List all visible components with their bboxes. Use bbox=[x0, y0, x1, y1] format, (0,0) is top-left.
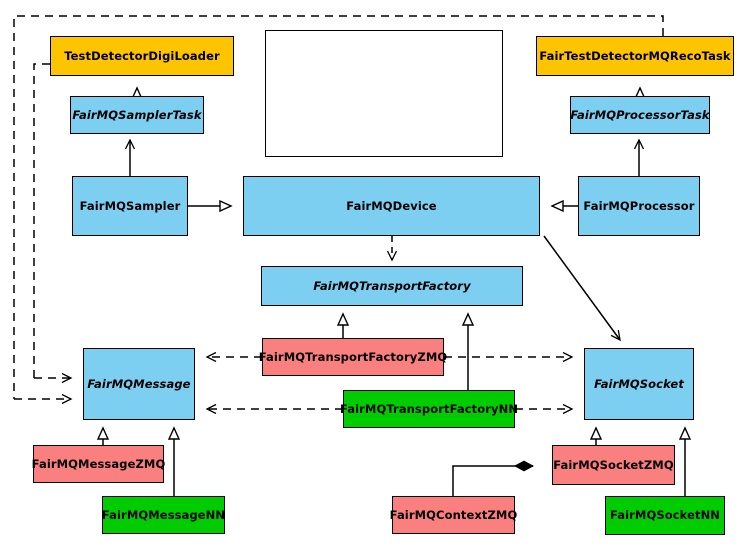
class-node-fairmqprocessortask[interactable]: FairMQProcessorTask bbox=[570, 96, 710, 134]
class-node-fairmqdevice[interactable]: FairMQDevice bbox=[243, 176, 540, 236]
class-node-fairmqsocketzmq[interactable]: FairMQSocketZMQ bbox=[552, 445, 675, 485]
class-node-testdetectordigiloader[interactable]: TestDetectorDigiLoader bbox=[50, 36, 234, 76]
class-node-fairmqsampler[interactable]: FairMQSampler bbox=[72, 176, 188, 236]
class-node-fairmqmessage[interactable]: FairMQMessage bbox=[83, 348, 195, 420]
class-node-fairmqtransportfactory[interactable]: FairMQTransportFactory bbox=[261, 266, 523, 306]
class-node-fairmqcontextzmq[interactable]: FairMQContextZMQ bbox=[390, 496, 517, 534]
class-node-fairmqprocessor[interactable]: FairMQProcessor bbox=[578, 176, 700, 236]
class-node-fairmqsocketnn[interactable]: FairMQSocketNN bbox=[605, 496, 725, 535]
class-node-fairmqtransportfactorynn[interactable]: FairMQTransportFactoryNN bbox=[340, 390, 518, 428]
legend-container bbox=[265, 30, 503, 157]
class-node-fairtestdetectormqrecotask[interactable]: FairTestDetectorMQRecoTask bbox=[536, 36, 734, 76]
class-node-fairmqsocket[interactable]: FairMQSocket bbox=[584, 348, 694, 420]
class-node-fairmqsamplertask[interactable]: FairMQSamplerTask bbox=[70, 96, 204, 134]
class-node-fairmqmessagezmq[interactable]: FairMQMessageZMQ bbox=[32, 445, 165, 483]
class-node-fairmqtransportfactoryzmq[interactable]: FairMQTransportFactoryZMQ bbox=[259, 338, 447, 376]
class-node-fairmqmessagenn[interactable]: FairMQMessageNN bbox=[102, 496, 225, 534]
